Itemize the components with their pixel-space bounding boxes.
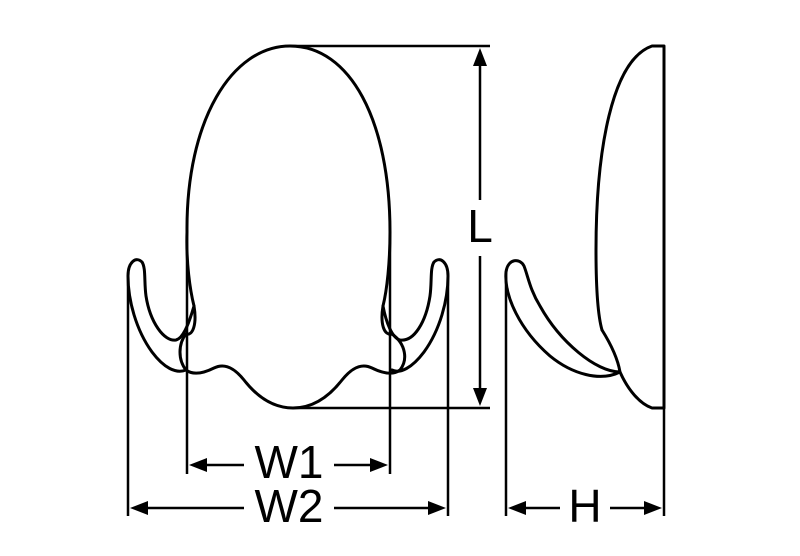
length-label: L bbox=[467, 200, 493, 252]
front-right-hook-arm bbox=[381, 258, 450, 373]
side-hook-arm bbox=[504, 259, 622, 378]
front-left-hook-arm bbox=[126, 258, 196, 373]
length-arrow-top bbox=[473, 48, 487, 66]
inner-width-arrow-left bbox=[189, 458, 207, 472]
inner-width-arrow-right bbox=[370, 458, 388, 472]
dimension-inner-width: W1 bbox=[185, 232, 392, 490]
front-view bbox=[126, 44, 450, 410]
outer-width-arrow-right bbox=[428, 501, 446, 515]
height-arrow-right bbox=[644, 501, 662, 515]
height-arrow-left bbox=[508, 501, 526, 515]
dimension-height: H bbox=[504, 272, 666, 534]
outer-width-label: W2 bbox=[255, 480, 324, 532]
dimension-outer-width: W2 bbox=[126, 276, 450, 534]
side-view bbox=[504, 44, 666, 410]
height-label: H bbox=[568, 480, 601, 532]
front-body-outline bbox=[178, 44, 407, 410]
inner-width-label: W1 bbox=[255, 436, 324, 488]
length-arrow-bottom bbox=[473, 388, 487, 406]
dimension-length: L bbox=[290, 44, 506, 410]
side-back-plate bbox=[594, 44, 666, 410]
outer-width-arrow-left bbox=[130, 501, 148, 515]
